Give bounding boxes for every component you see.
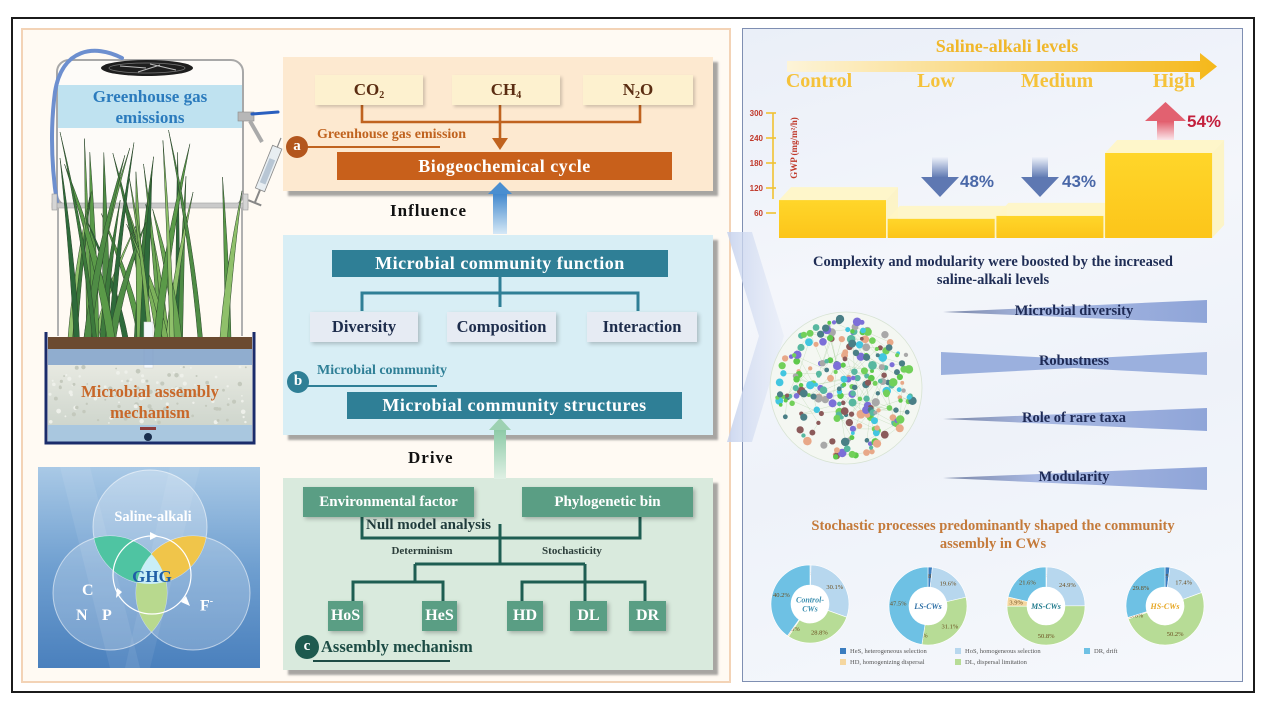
- panel-c-badge: c: [295, 635, 319, 659]
- legend-item-hos: HoS, homogeneous selection: [955, 648, 1041, 655]
- attribute-diversity: Diversity: [310, 312, 418, 342]
- assembly-label-line: Microbial assembly: [81, 382, 219, 401]
- legend-swatch: [955, 648, 961, 654]
- venn-label-c: C: [82, 582, 94, 599]
- gas-formula: CO: [353, 80, 380, 99]
- metric-microbial-diversity: Microbial diversity: [1014, 303, 1134, 319]
- community-function-bar: Microbial community function: [332, 250, 668, 277]
- legend-item-hd: HD, homogenizing dispersal: [840, 659, 925, 666]
- change-low-percent: 48%: [960, 172, 995, 191]
- outer-frame: [11, 17, 1255, 693]
- emissions-label: Greenhouse gas emissions: [57, 86, 243, 128]
- biogeochemical-cycle-bar: Biogeochemical cycle: [337, 152, 672, 180]
- change-high-percent: 54%: [1187, 112, 1222, 131]
- process-hos: HoS: [328, 601, 363, 631]
- attribute-interaction: Interaction: [587, 312, 697, 342]
- null-model-label: Null model analysis: [366, 517, 492, 533]
- gas-box-n2o: N2O: [583, 75, 693, 105]
- environmental-factor-box: Environmental factor: [303, 487, 474, 517]
- legend-label: DL, dispersal limitation: [965, 659, 1027, 666]
- venn-label-n: N: [76, 607, 88, 624]
- panel-b-underline: [300, 385, 437, 387]
- process-hd: HD: [507, 601, 543, 631]
- process-hes: HeS: [422, 601, 457, 631]
- panel-b-badge: b: [287, 371, 309, 393]
- process-dl: DL: [570, 601, 607, 631]
- level-medium: Medium: [1020, 70, 1094, 92]
- venn-label-ghg: GHG: [132, 567, 172, 586]
- network-title-line: saline-alkali levels: [936, 272, 1050, 288]
- panel-c-underline: [313, 660, 450, 662]
- legend-item-dr: DR, drift: [1084, 648, 1117, 655]
- stochasticity-label: Stochasticity: [542, 545, 602, 557]
- gas-subscript: 2: [635, 90, 641, 101]
- panel-a-badge: a: [286, 136, 308, 158]
- influence-label: Influence: [390, 201, 467, 220]
- emissions-label-line: emissions: [115, 108, 185, 127]
- drive-label: Drive: [408, 448, 454, 467]
- levels-title: Saline-alkali levels: [935, 36, 1079, 56]
- gas-box-ch4: CH4: [452, 75, 560, 105]
- metric-role-of-rare-taxa: Role of rare taxa: [1021, 410, 1126, 426]
- legend-swatch: [1084, 648, 1090, 654]
- venn-label-p: P: [102, 607, 112, 624]
- panel-b-section-label: Microbial community: [317, 363, 448, 378]
- change-medium-percent: 43%: [1062, 172, 1097, 191]
- assembly-title-line: assembly in CWs: [939, 536, 1047, 552]
- venn-label-f-charge: -: [209, 596, 214, 607]
- venn-label-f-base: F: [200, 597, 210, 615]
- legend-label: HoS, homogeneous selection: [965, 648, 1041, 655]
- attribute-composition: Composition: [447, 312, 556, 342]
- panel-c-section-label: Assembly mechanism: [321, 637, 473, 656]
- gas-formula-tail: O: [640, 80, 654, 99]
- legend-label: HD, homogenizing dispersal: [850, 659, 925, 666]
- gas-box-co2: CO2: [315, 75, 423, 105]
- legend-item-dl: DL, dispersal limitation: [955, 659, 1027, 666]
- metric-robustness: Robustness: [1038, 353, 1110, 369]
- venn-label-saline-alkali: Saline-alkali: [114, 509, 192, 525]
- legend-label: HeS, heterogeneous selection: [850, 648, 927, 655]
- panel-a-underline: [300, 146, 440, 148]
- emissions-label-line: Greenhouse gas: [92, 87, 208, 106]
- legend-item-hes: HeS, heterogeneous selection: [840, 648, 927, 655]
- venn-label-f: F-: [200, 596, 213, 615]
- determinism-label: Determinism: [391, 545, 453, 557]
- level-control: Control: [785, 70, 853, 92]
- network-title-line: Complexity and modularity were boosted b…: [813, 254, 1173, 270]
- assembly-title-line: Stochastic processes predominantly shape…: [811, 518, 1175, 534]
- gas-subscript: 2: [379, 90, 385, 101]
- level-low: Low: [917, 70, 955, 92]
- legend-swatch: [840, 648, 846, 654]
- legend-label: DR, drift: [1094, 648, 1118, 655]
- network-title: Complexity and modularity were boosted b…: [762, 253, 1224, 289]
- metric-modularity: Modularity: [1038, 469, 1110, 485]
- level-high: High: [1152, 70, 1196, 92]
- community-structures-bar: Microbial community structures: [347, 392, 682, 419]
- gas-subscript: 4: [516, 90, 522, 101]
- legend-swatch: [840, 659, 846, 665]
- panel-a-section-label: Greenhouse gas emission: [317, 127, 467, 142]
- gas-formula: CH: [490, 80, 517, 99]
- legend-swatch: [955, 659, 961, 665]
- process-dr: DR: [629, 601, 666, 631]
- assembly-title: Stochastic processes predominantly shape…: [762, 517, 1224, 553]
- phylogenetic-bin-box: Phylogenetic bin: [522, 487, 693, 517]
- assembly-mechanism-label: Microbial assembly mechanism: [48, 381, 252, 423]
- assembly-label-line: mechanism: [110, 403, 190, 422]
- gas-formula: N: [622, 80, 636, 99]
